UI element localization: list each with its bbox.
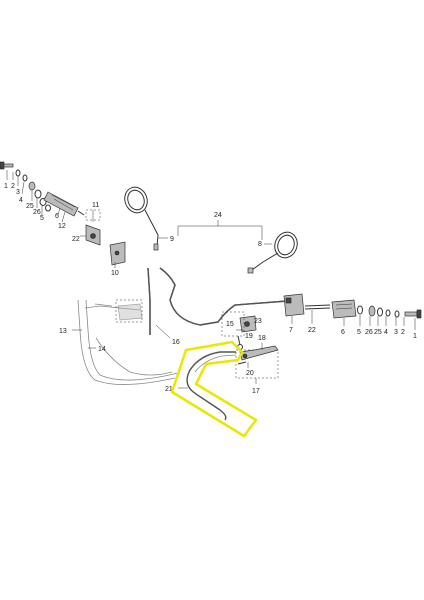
callout-25-right: 25 <box>374 329 382 336</box>
callout-3-right: 3 <box>394 329 398 336</box>
callout-26-left: 26 <box>33 209 41 216</box>
throttle-cables <box>72 299 179 385</box>
callout-9: 9 <box>170 236 174 243</box>
callout-26-right: 26 <box>365 329 373 336</box>
callout-10: 10 <box>111 270 119 277</box>
left-switch-assembly <box>80 209 126 268</box>
callout-15: 15 <box>226 321 234 328</box>
callout-3-left: 3 <box>16 189 20 196</box>
clutch-cable <box>178 351 237 421</box>
lever-assembly <box>235 343 279 384</box>
callout-25-left: 25 <box>26 203 34 210</box>
left-lever-bracket <box>84 299 143 323</box>
callout-5-left: 5 <box>40 215 44 222</box>
callout-1-right: 1 <box>413 333 417 340</box>
callout-22-right: 22 <box>308 327 316 334</box>
callout-14: 14 <box>98 346 106 353</box>
callout-1-left: 1 <box>4 183 8 190</box>
highlight-outline <box>170 340 258 438</box>
right-mirror <box>247 231 298 274</box>
left-mirror <box>124 186 159 251</box>
callout-8: 8 <box>258 241 262 248</box>
callout-19: 19 <box>245 333 253 340</box>
callout-16: 16 <box>172 339 180 346</box>
callout-7: 7 <box>289 327 293 334</box>
right-small-parts <box>331 299 422 330</box>
callout-2-left: 2 <box>11 183 15 190</box>
callout-13: 13 <box>59 328 67 335</box>
callout-17: 17 <box>252 388 260 395</box>
callout-20: 20 <box>246 370 254 377</box>
callout-4-left: 4 <box>19 197 23 204</box>
callout-18: 18 <box>258 335 266 342</box>
callout-6-right: 6 <box>341 329 345 336</box>
handlebar <box>147 267 301 335</box>
callout-21: 21 <box>165 386 173 393</box>
callout-23: 23 <box>254 318 262 325</box>
callout-6-left: 6 <box>55 213 59 220</box>
right-switch-grip <box>283 293 331 324</box>
callout-2-right: 2 <box>401 329 405 336</box>
callout-5-right: 5 <box>357 329 361 336</box>
callout-12: 12 <box>58 223 66 230</box>
callout-22-left: 22 <box>72 236 80 243</box>
left-small-parts <box>0 161 85 217</box>
callout-4-right: 4 <box>384 329 388 336</box>
callout-24: 24 <box>214 212 222 219</box>
callout-11: 11 <box>92 202 99 209</box>
right-perch <box>221 311 257 350</box>
